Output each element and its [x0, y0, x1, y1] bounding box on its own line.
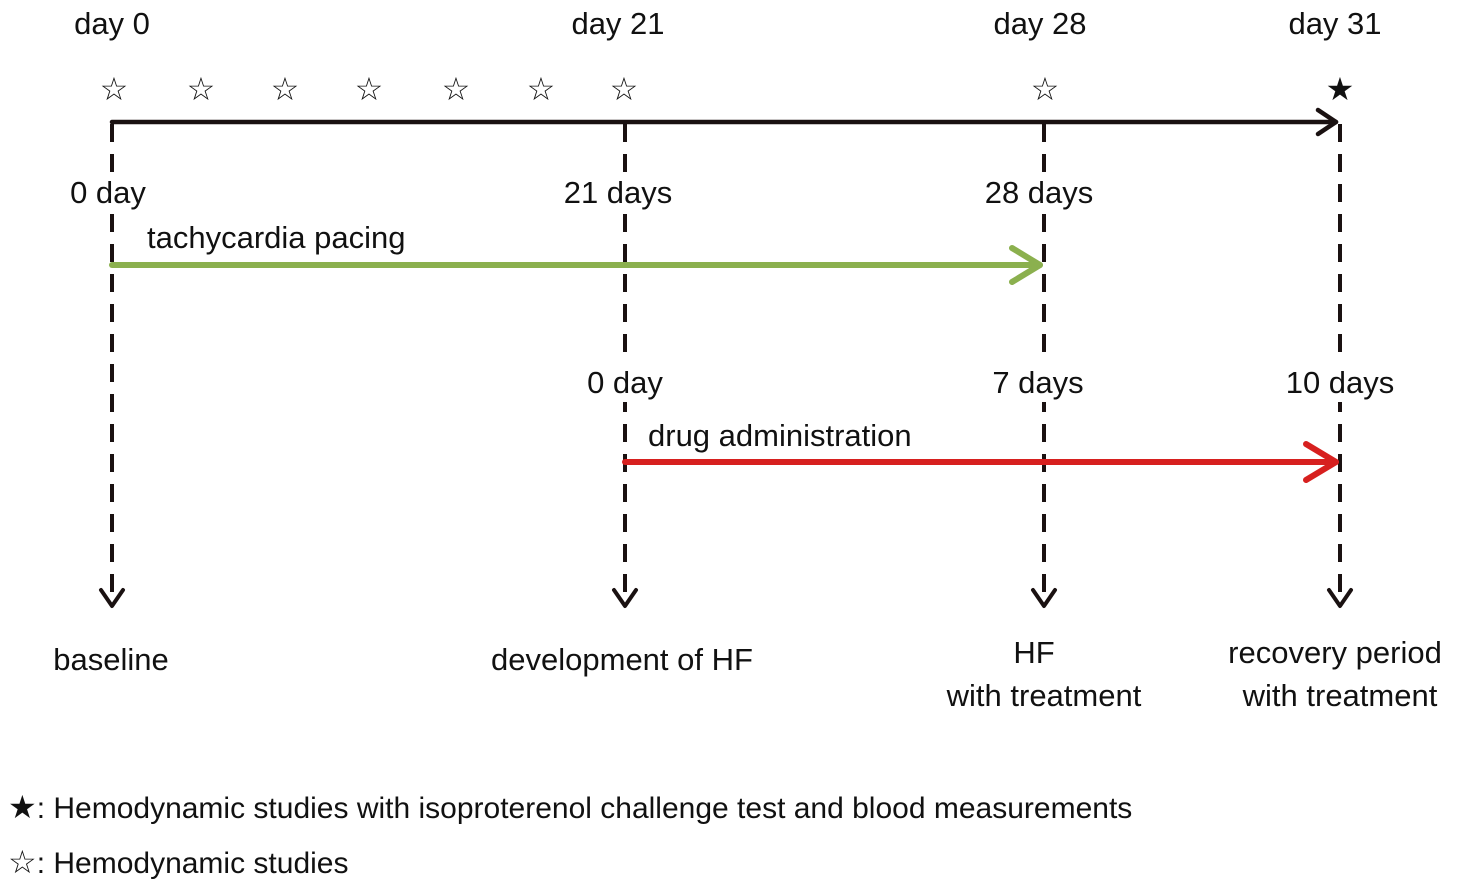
- pacing-tick-21: 21 days: [564, 175, 673, 210]
- down-arrowheads: [99, 588, 1353, 608]
- recovery-label-line2: with treatment: [1242, 678, 1438, 713]
- baseline-label: baseline: [53, 642, 168, 677]
- vertical-dashed-lines: [110, 124, 1342, 604]
- open-star-icon: ☆: [527, 70, 556, 108]
- development-of-hf-label: development of HF: [491, 642, 753, 677]
- legend-open-row: ☆: Hemodynamic studies: [8, 843, 348, 881]
- filled-star-icon: ★: [1326, 70, 1355, 108]
- drug-tick-7: 7 days: [992, 365, 1083, 400]
- outcome-labels: baseline development of HF HF with treat…: [53, 635, 1442, 713]
- drug-tick-0: 0 day: [587, 365, 663, 400]
- open-star-icon: ☆: [100, 70, 129, 108]
- chevron-down-icon: [1031, 588, 1057, 608]
- drug-label: drug administration: [648, 418, 912, 453]
- filled-star-icon: ★: [8, 788, 37, 826]
- hf-label-line2: with treatment: [946, 678, 1142, 713]
- legend-open-text: : Hemodynamic studies: [37, 847, 349, 880]
- hf-label-line1: HF: [1013, 635, 1054, 670]
- open-star-icon: ☆: [187, 70, 216, 108]
- open-star-icon: ☆: [271, 70, 300, 108]
- legend-filled-row: ★: Hemodynamic studies with isoprotereno…: [8, 788, 1132, 826]
- drug-tick-10: 10 days: [1286, 365, 1395, 400]
- pacing-tick-labels: 0 day 21 days 28 days: [60, 172, 1104, 212]
- legend-filled-text: : Hemodynamic studies with isoproterenol…: [37, 792, 1133, 825]
- main-timeline-arrow: [109, 107, 1339, 137]
- chevron-down-icon: [612, 588, 638, 608]
- top-day-labels: day 0 day 21 day 28 day 31: [74, 6, 1381, 41]
- open-star-icon: ☆: [8, 843, 37, 881]
- pacing-arrow: [109, 245, 1043, 285]
- open-star-icon: ☆: [442, 70, 471, 108]
- legend: ★: Hemodynamic studies with isoprotereno…: [8, 788, 1132, 881]
- open-star-icon: ☆: [610, 70, 639, 108]
- chevron-down-icon: [99, 588, 125, 608]
- drug-tick-labels: 0 day 7 days 10 days: [578, 362, 1404, 402]
- open-star-icon: ☆: [355, 70, 384, 108]
- day-31-label: day 31: [1288, 6, 1381, 41]
- pacing-label: tachycardia pacing: [147, 220, 406, 255]
- pacing-tick-28: 28 days: [985, 175, 1094, 210]
- recovery-label-line1: recovery period: [1228, 635, 1442, 670]
- day-28-label: day 28: [993, 6, 1086, 41]
- pacing-tick-0: 0 day: [70, 175, 146, 210]
- study-markers: ☆ ☆ ☆ ☆ ☆ ☆ ☆ ☆ ★: [100, 70, 1355, 108]
- chevron-down-icon: [1327, 588, 1353, 608]
- drug-arrow: [622, 441, 1339, 483]
- day-0-label: day 0: [74, 6, 150, 41]
- day-21-label: day 21: [571, 6, 664, 41]
- open-star-icon: ☆: [1031, 70, 1060, 108]
